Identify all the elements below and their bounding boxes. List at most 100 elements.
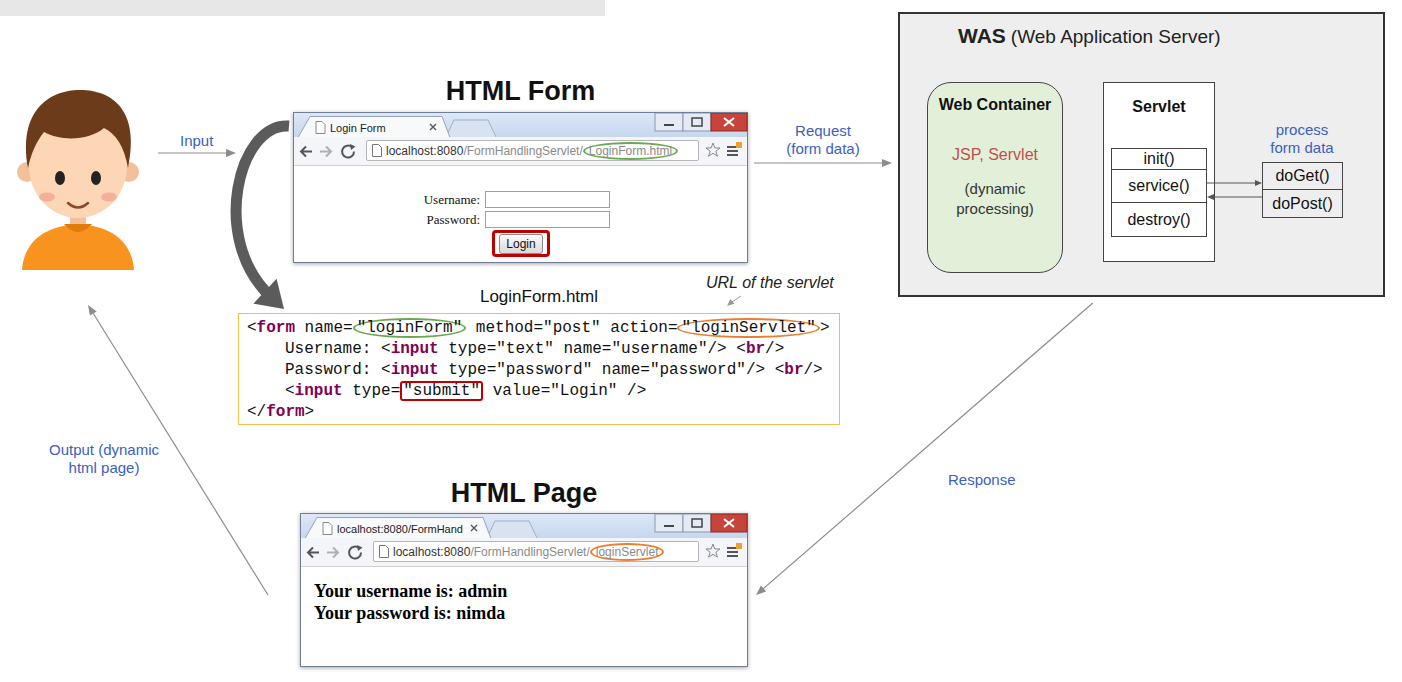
result-text: Your password is: nimda <box>314 603 505 624</box>
text-field <box>485 191 610 208</box>
code-token: </ <box>247 403 266 421</box>
server-name: (Web Application Server) <box>1011 24 1221 50</box>
method-name: doGet() <box>1275 166 1329 186</box>
code-line: Password: <input type="password" name="p… <box>285 360 823 381</box>
field-label: Password: <box>380 211 480 228</box>
code-line: <form name="loginForm" method="post" act… <box>247 318 830 339</box>
code-line: </form> <box>247 402 314 423</box>
method-box: service() <box>1111 170 1207 203</box>
connector-line <box>236 126 289 297</box>
connector-line <box>1212 196 1262 197</box>
box-title: Web Container <box>928 95 1062 115</box>
code-token: "loginServlet" <box>677 318 819 338</box>
container-box: Web ContainerJSP, Servlet (dynamic proces… <box>927 82 1063 273</box>
url-host: localhost:8080 <box>393 545 470 559</box>
url-file: loginServlet <box>590 543 665 561</box>
code-token: Username: < <box>285 340 391 358</box>
server-title: WAS(Web Application Server) <box>958 23 1221 50</box>
box-text: JSP, Servlet <box>928 145 1062 165</box>
header-strip <box>0 0 605 16</box>
servlet-box: Servlet init() service() destroy() <box>1103 82 1215 262</box>
arrow-head <box>882 159 892 167</box>
page-icon <box>378 544 390 559</box>
button-label: Login <box>499 234 542 254</box>
url-text: localhost:8080/FormHandlingServlet/login… <box>393 543 664 560</box>
input-arrow <box>158 149 236 157</box>
tab-title: localhost:8080/FormHand <box>337 523 463 535</box>
connector-line <box>754 162 885 163</box>
star-icon <box>705 142 721 158</box>
url-file: LoginForm.html <box>583 142 678 160</box>
code-tag: br <box>746 340 765 358</box>
leader-arrow <box>727 296 741 306</box>
connector-line <box>1207 182 1257 183</box>
method-name: doPost() <box>1272 194 1332 214</box>
arrow-head <box>756 585 766 595</box>
edge-label: Response <box>948 471 1016 489</box>
page-icon <box>371 143 383 158</box>
nav-buttons <box>294 137 364 166</box>
box-text: (dynamic processing) <box>944 179 1046 219</box>
server-name: WAS <box>958 23 1006 49</box>
code-tag: form <box>257 319 295 337</box>
flow-label: Input <box>180 132 213 150</box>
code-token: Password: < <box>285 361 391 379</box>
handler-box: doPost() <box>1262 190 1343 218</box>
code-tag: input <box>295 382 343 400</box>
menu-icon <box>725 142 743 158</box>
box-title: Servlet <box>1104 97 1214 117</box>
code-token: /> <box>765 340 784 358</box>
code-token: > <box>305 403 315 421</box>
tab-title: Login Form <box>330 122 386 134</box>
code-tag: form <box>266 403 304 421</box>
method-box: destroy() <box>1111 203 1207 237</box>
flow-label: process form data <box>1266 121 1338 157</box>
code-box: <form name="loginForm" method="post" act… <box>238 313 840 425</box>
code-token: "loginForm" <box>353 318 467 338</box>
section-heading: HTML Page <box>301 478 747 509</box>
tab-label: Login Form <box>330 120 386 135</box>
code-tag: br <box>784 361 803 379</box>
url-text: localhost:8080/FormHandlingServlet/Login… <box>386 142 678 159</box>
code-tag: input <box>391 361 439 379</box>
code-token: /> <box>804 361 823 379</box>
url-path: /FormHandlingServlet/ <box>463 144 582 158</box>
method-name: service() <box>1128 176 1189 196</box>
code-token: type="password" name="password"/> < <box>439 361 785 379</box>
method-box: init() <box>1111 148 1207 170</box>
flow-label: Output (dynamic html page) <box>39 441 169 477</box>
browser-window: localhost:8080/FormHandlingServlet/login… <box>300 513 748 667</box>
code-line: Username: <input type="text" name="usern… <box>285 339 784 360</box>
code-line: <input type="submit" value="Login" /> <box>285 381 646 402</box>
method-name: destroy() <box>1127 210 1190 230</box>
connector <box>236 126 289 309</box>
section-heading: HTML Form <box>294 76 747 107</box>
arrow-head <box>253 279 284 309</box>
code-token: type= <box>343 382 401 400</box>
browser-window: localhost:8080/FormHandlingServlet/Login… <box>293 112 748 263</box>
code-token: name= <box>295 319 353 337</box>
menu-icon <box>725 543 743 559</box>
edge-label: Request (form data) <box>781 122 865 158</box>
nav-buttons <box>301 538 371 567</box>
code-token: value="Login" /> <box>483 382 646 400</box>
code-token: type="text" name="username"/> < <box>439 340 746 358</box>
code-token: < <box>247 319 257 337</box>
url-host: localhost:8080 <box>386 144 463 158</box>
code-tag: input <box>391 340 439 358</box>
handler-box: doGet() <box>1262 162 1343 190</box>
connector <box>754 159 892 167</box>
code-token: method="post" action= <box>466 319 677 337</box>
tab-label: localhost:8080/FormHand <box>337 521 463 536</box>
method-name: init() <box>1143 149 1174 169</box>
annotation: URL of the servlet <box>706 273 834 292</box>
user-figure <box>17 90 139 270</box>
result-text: Your username is: admin <box>314 581 507 602</box>
url-path: /FormHandlingServlet/ <box>470 545 589 559</box>
password-field <box>485 211 610 228</box>
submit-button: Login <box>492 230 550 257</box>
field-label: Username: <box>380 191 480 208</box>
star-icon <box>705 543 721 559</box>
code-token: > <box>820 319 830 337</box>
code-token: "submit" <box>400 381 483 401</box>
